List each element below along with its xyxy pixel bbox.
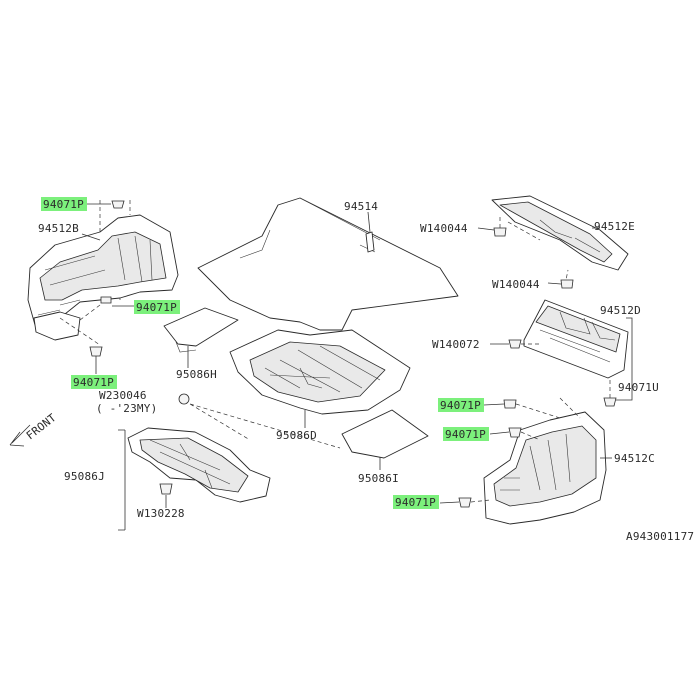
clip-icon: [159, 393, 190, 495]
highlight-94071p-d: [438, 398, 484, 412]
highlight-94071p-e: [443, 427, 489, 441]
label-w230046[interactable]: W230046: [99, 389, 147, 402]
label-95086i[interactable]: 95086I: [358, 472, 399, 485]
floor-panel-95086i: [341, 409, 429, 459]
label-94071p-e[interactable]: 94071P: [445, 428, 486, 441]
label-94512e[interactable]: 94512E: [594, 220, 635, 233]
clip-icon: [458, 399, 522, 508]
floor-panel-95086h: [163, 307, 239, 353]
front-arrow-icon: [9, 424, 31, 447]
clip-icon: [493, 227, 574, 289]
right-trunk-trim-94512c: [483, 411, 607, 525]
label-94514[interactable]: 94514: [344, 200, 378, 213]
left-trunk-trim-94512b: [27, 200, 179, 346]
trunk-floor-mat-94514: [197, 197, 459, 331]
label-w140044-b[interactable]: W140044: [492, 278, 540, 291]
label-95086d[interactable]: 95086D: [276, 429, 317, 442]
label-94071p-b[interactable]: 94071P: [136, 301, 177, 314]
rear-sill-trim-94512e: [491, 195, 629, 271]
label-w130228[interactable]: W130228: [137, 507, 185, 520]
label-94071p-c[interactable]: 94071P: [73, 376, 114, 389]
label-w230046-note: ( -'23MY): [96, 402, 157, 415]
label-94512c[interactable]: 94512C: [614, 452, 655, 465]
label-w140072[interactable]: W140072: [432, 338, 480, 351]
highlight-94071p-b: [134, 300, 180, 314]
label-94512d[interactable]: 94512D: [600, 304, 641, 317]
rear-panel-trim-94512d: [523, 299, 629, 379]
label-94071p-d[interactable]: 94071P: [440, 399, 481, 412]
under-floor-panel-95086j: [127, 427, 271, 503]
highlight-94071p-a: [41, 197, 87, 211]
label-94071p-a[interactable]: 94071P: [43, 198, 84, 211]
clip-icon: [508, 339, 617, 407]
label-diagram-code: A943001177: [626, 530, 694, 543]
highlight-94071p-f: [393, 495, 439, 509]
floor-board-95086d: [229, 329, 411, 415]
label-w140044-a[interactable]: W140044: [420, 222, 468, 235]
highlight-94071p-c: [71, 375, 117, 389]
clip-icon: [89, 200, 125, 357]
label-94071p-f[interactable]: 94071P: [395, 496, 436, 509]
label-95086j[interactable]: 95086J: [64, 470, 105, 483]
label-front: FRONT: [24, 411, 59, 442]
label-95086h[interactable]: 95086H: [176, 368, 217, 381]
label-94512b[interactable]: 94512B: [38, 222, 79, 235]
label-94071u[interactable]: 94071U: [618, 381, 659, 394]
